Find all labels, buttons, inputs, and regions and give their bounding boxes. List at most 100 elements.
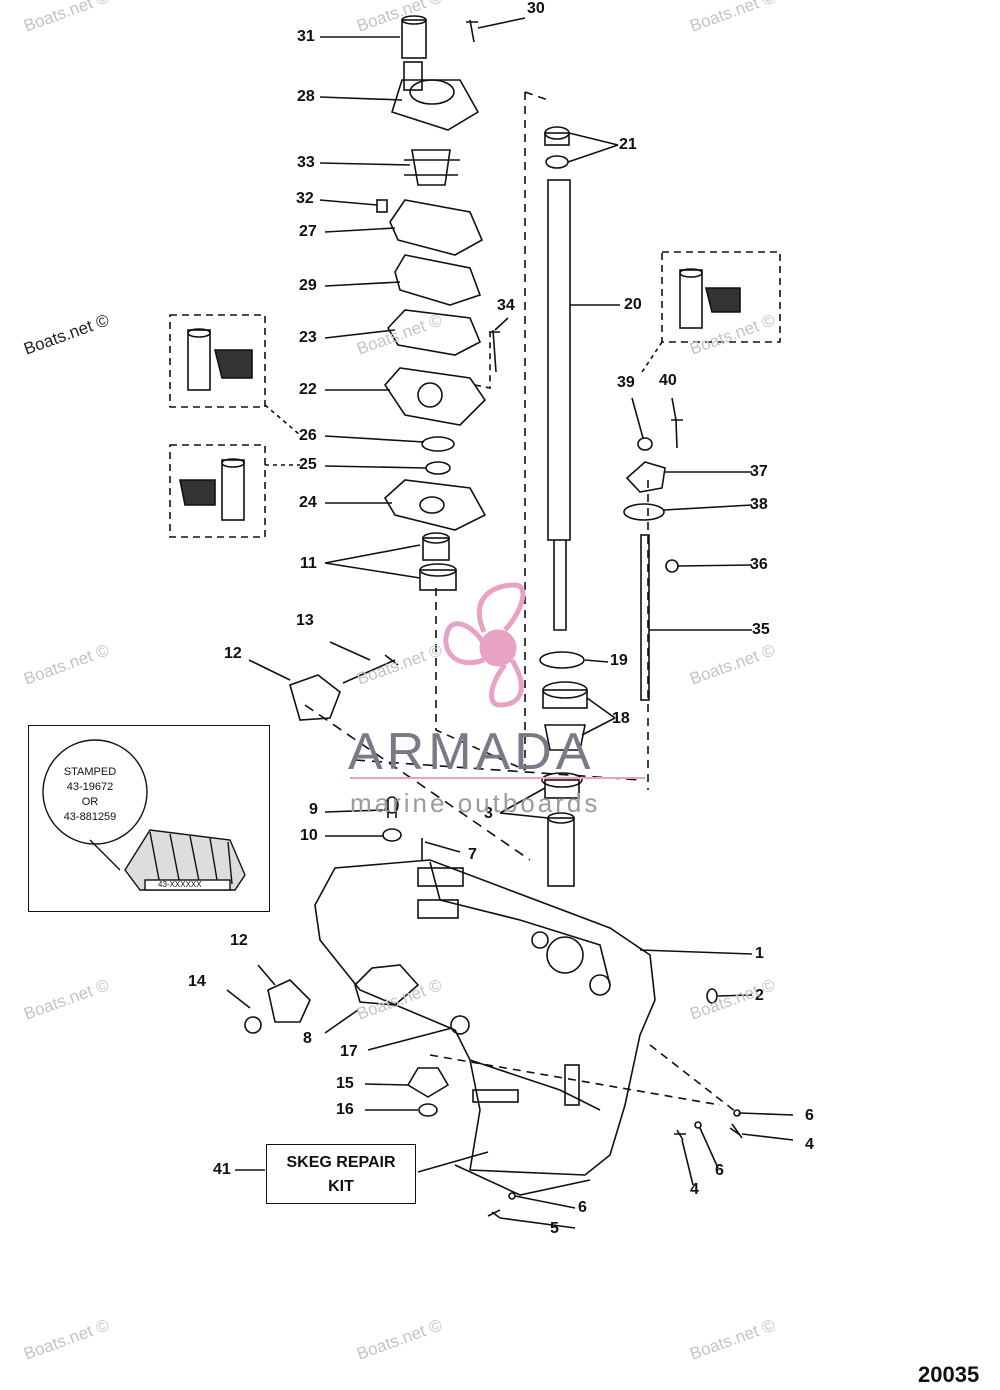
leader-lines [226,17,794,1229]
detail-box-right [661,251,781,343]
detail-leader-39 [639,341,663,376]
callout-6: 6 [578,1199,587,1216]
part-12-lower [267,979,311,1023]
brand-tagline: marine outboards [350,788,601,818]
part-3a [541,772,583,788]
part-38 [623,503,665,521]
callout-14: 14 [188,973,206,990]
callout-21: 21 [619,136,637,153]
callout-9: 9 [309,801,318,818]
callout-27: 27 [299,223,317,240]
callout-4: 4 [805,1136,814,1153]
part-4a [729,1123,743,1139]
part-11b [419,569,457,591]
callout-18: 18 [612,710,630,727]
part-32 [376,199,388,213]
callout-30: 30 [527,0,545,17]
part-10 [382,828,402,842]
part-15 [406,1067,450,1098]
callout-36: 36 [750,556,768,573]
gear-marking: 43-XXXXXX [158,880,202,889]
diagram-number: 20035 [918,1362,980,1387]
callout-6: 6 [715,1162,724,1179]
dashed-guide-34 [474,330,491,389]
part-3b [547,817,575,887]
dashed-guide-pump [435,588,526,771]
part-40 [671,419,683,449]
part-6b [694,1121,702,1129]
part-18b [544,724,586,751]
part-6a [733,1109,741,1117]
callout-15: 15 [336,1075,354,1092]
callout-20: 20 [624,296,642,313]
callout-13: 13 [296,612,314,629]
callout-7: 7 [468,846,477,863]
brand-name: ARMADA [348,723,595,781]
part-37 [625,461,666,493]
part-17 [450,1015,470,1035]
stamp-line: OR [81,796,99,808]
part-29 [394,254,482,306]
callout-33: 33 [297,154,315,171]
part-8 [354,964,420,1006]
skeg-repair-kit-box: SKEG REPAIR KIT [266,1144,416,1204]
callout-29: 29 [299,277,317,294]
part-13 [342,654,399,684]
part-34 [489,329,500,373]
callout-39: 39 [617,374,635,391]
part-24 [383,479,487,531]
detail-box-left-1 [169,314,266,408]
callout-19: 19 [610,652,628,669]
callout-17: 17 [340,1043,358,1060]
callout-24: 24 [299,494,317,511]
part-35 [640,534,650,701]
part-5 [487,1209,501,1219]
callout-26: 26 [299,427,317,444]
dashed-guide-housing [354,759,641,781]
stamp-text: STAMPED 43-19672 OR 43-881259 [40,765,140,825]
callout-12: 12 [224,645,242,662]
part-1-housing [314,859,656,1176]
part-26 [421,436,455,452]
part-21b [545,155,569,169]
inset-gear-icon [42,739,246,891]
callout-10: 10 [300,827,318,844]
part-11a [422,537,450,561]
skeg-line-2: KIT [328,1178,354,1195]
part-4b [674,1129,686,1141]
callout-5: 5 [550,1220,559,1237]
callout-37: 37 [750,463,768,480]
callout-3: 3 [484,805,493,822]
callout-38: 38 [750,496,768,513]
callout-31: 31 [297,28,315,45]
callout-6: 6 [805,1107,814,1124]
callout-12: 12 [230,932,248,949]
part-20 [547,179,571,541]
part-36 [665,559,679,573]
callout-2: 2 [755,987,764,1004]
callout-40: 40 [659,372,677,389]
dashed-guide-driveshaft [524,91,549,770]
part-19 [539,651,585,669]
callout-25: 25 [299,456,317,473]
part-28 [390,79,480,131]
part-23 [387,309,482,356]
callout-4: 4 [690,1181,699,1198]
detail-box-left-2 [169,444,266,538]
stamp-line: 43-19672 [66,781,114,793]
part-27 [389,199,484,256]
part-22 [383,367,487,426]
part-39 [637,437,653,451]
part-16 [418,1103,438,1117]
stamp-line: 43-881259 [63,811,117,823]
callout-11: 11 [300,555,317,572]
part-25 [425,461,451,475]
part-12-upper [289,674,341,721]
callout-22: 22 [299,381,317,398]
detail-leader-26 [264,404,301,436]
part-2 [706,988,718,1004]
callout-8: 8 [303,1030,312,1047]
callout-23: 23 [299,329,317,346]
part-33 [404,149,460,186]
